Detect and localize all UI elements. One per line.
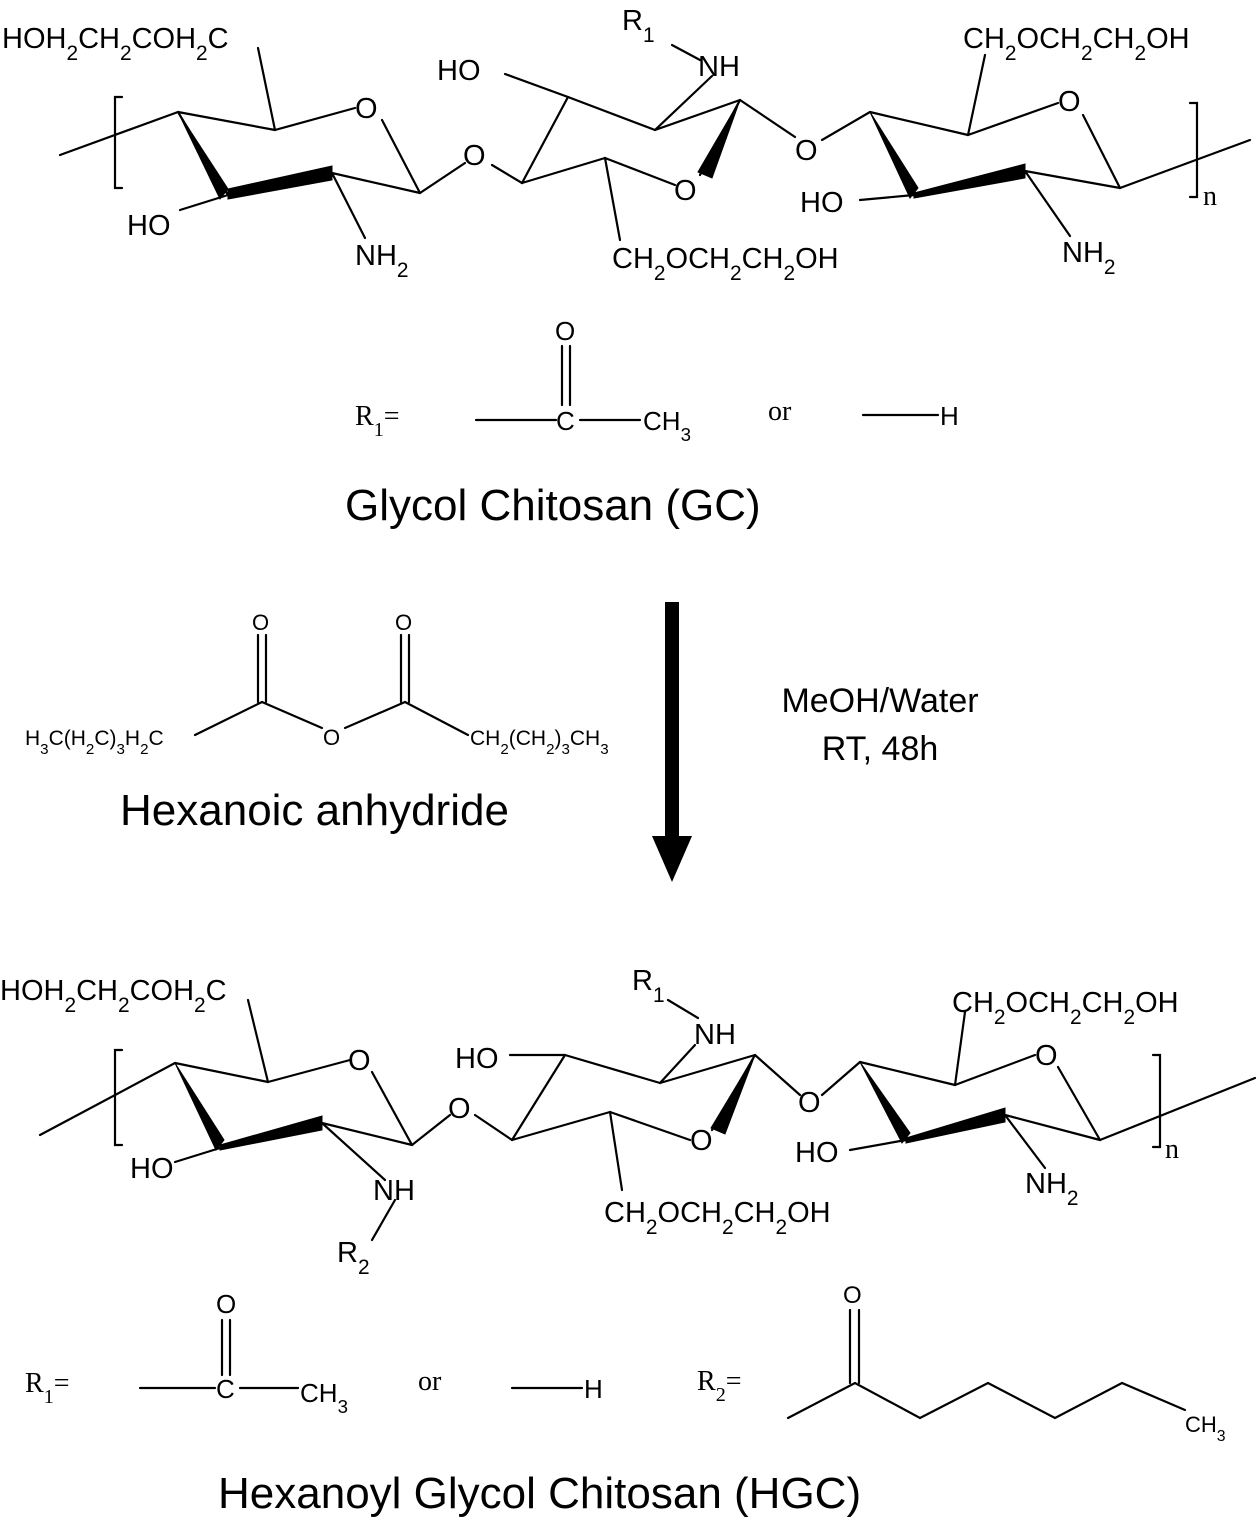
r2-label: R2 <box>337 1237 370 1279</box>
methyl-label: CH3 <box>300 1378 348 1417</box>
or-label: or <box>418 1366 442 1397</box>
glycol-group-label-1: HOH2CH2COH2C <box>0 975 227 1017</box>
r1-label: R1 <box>622 5 655 47</box>
glycol-group-label-2: CH2OCH2CH2OH <box>604 1197 831 1239</box>
reaction-arrow <box>652 602 692 882</box>
carbonyl-oxygen-label: O <box>555 316 575 346</box>
carbonyl-carbon-label: C <box>556 406 575 436</box>
carbonyl-oxygen-label: O <box>216 1289 236 1319</box>
r1-equals-label: R1= <box>25 1368 70 1408</box>
hydroxyl-label: HO <box>130 1153 174 1185</box>
r1-definition-top: R1= O C CH3 or H <box>355 316 959 445</box>
methyl-label: CH3 <box>643 406 691 445</box>
repeat-unit-n: n <box>1203 181 1217 212</box>
ring-oxygen-label: O <box>1058 86 1081 118</box>
amine-label: NH2 <box>1025 1168 1079 1210</box>
glycosidic-oxygen-label: O <box>463 140 486 172</box>
hydroxyl-label: HO <box>795 1137 839 1169</box>
ring-oxygen-label: O <box>1035 1040 1058 1072</box>
hydrogen-label: H <box>940 401 959 431</box>
glycol-group-label-2: CH2OCH2CH2OH <box>612 243 839 285</box>
gc-title: Glycol Chitosan (GC) <box>345 481 761 530</box>
hydroxyl-label: HO <box>455 1043 499 1075</box>
glycol-chitosan-atom-labels: HOH2CH2COH2C O HO NH2 O HO R1 NH O CH2OC… <box>2 5 1217 285</box>
glycosidic-oxygen-label: O <box>798 1087 821 1119</box>
or-label: or <box>768 396 792 427</box>
carbonyl-oxygen-label: O <box>843 1282 862 1309</box>
conditions-time: RT, 48h <box>822 730 939 768</box>
glycol-group-label-3: CH2OCH2CH2OH <box>963 23 1190 65</box>
ring-oxygen-label: O <box>674 175 697 207</box>
glycol-chitosan-structure <box>58 43 1252 242</box>
carbonyl-oxygen-label: O <box>395 610 412 635</box>
hydroxyl-label: HO <box>437 55 481 87</box>
glycosidic-oxygen-label: O <box>448 1093 471 1125</box>
nh-label: NH <box>698 51 740 83</box>
hgc-structure <box>38 998 1257 1242</box>
r2-equals-label: R2= <box>697 1366 742 1406</box>
nh-label: NH <box>694 1019 736 1051</box>
hydroxyl-label: HO <box>800 187 844 219</box>
hydrogen-label: H <box>584 1374 603 1404</box>
hgc-title: Hexanoyl Glycol Chitosan (HGC) <box>218 1469 861 1518</box>
repeat-unit-n: n <box>1165 1134 1179 1165</box>
carbonyl-oxygen-label: O <box>252 610 269 635</box>
amine-label: NH2 <box>1062 237 1116 279</box>
glycol-group-label-1: HOH2CH2COH2C <box>2 23 229 65</box>
conditions-solvent: MeOH/Water <box>781 682 978 720</box>
carbonyl-carbon-label: C <box>216 1374 235 1404</box>
bridge-oxygen-label: O <box>323 725 340 750</box>
hgc-atom-labels: HOH2CH2COH2C O HO NH R2 O HO R1 NH O CH2… <box>0 965 1179 1279</box>
glycosidic-oxygen-label: O <box>795 135 818 167</box>
anhydride-right-chain-label: CH2(CH2)3CH3 <box>470 727 609 758</box>
reagent-name: Hexanoic anhydride <box>120 786 509 835</box>
nh-label: NH <box>373 1175 415 1207</box>
anhydride-left-chain-label: H3C(H2C)3H2C <box>25 727 164 758</box>
r1-equals-label: R1= <box>355 401 400 441</box>
terminal-methyl-label: CH3 <box>1185 1412 1226 1445</box>
r1-label: R1 <box>632 965 665 1007</box>
glycol-group-label-3: CH2OCH2CH2OH <box>952 987 1179 1029</box>
ring-oxygen-label: O <box>690 1125 713 1157</box>
ring-oxygen-label: O <box>348 1045 371 1077</box>
ring-oxygen-label: O <box>355 93 378 125</box>
hydroxyl-label: HO <box>127 210 171 242</box>
amine-label: NH2 <box>355 240 409 282</box>
r-definitions-bottom: R1= O C CH3 or H R2= O CH3 <box>25 1282 1226 1445</box>
hexanoic-anhydride-structure: O O O H3C(H2C)3H2C CH2(CH2)3CH3 <box>25 610 609 758</box>
